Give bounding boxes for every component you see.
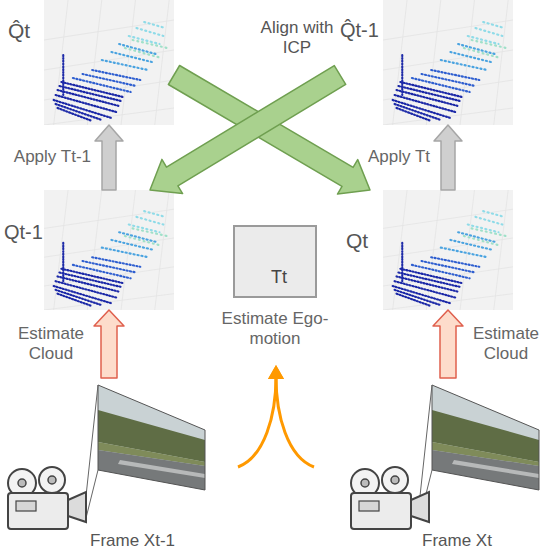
label-holder: Apply Tt-1	[0, 0, 100, 20]
connector-arrow	[268, 365, 314, 467]
point-cloud-panel: Q̂t-1	[340, 0, 513, 125]
node-label: Qt-1	[4, 220, 43, 244]
process-box: Tt	[233, 225, 317, 298]
connector-arrow	[433, 310, 463, 378]
edge-label: Apply Tt-1	[0, 147, 91, 167]
node-label: Frame Xt	[422, 531, 492, 551]
camera-frame: Frame Xt-1	[0, 378, 238, 556]
node-label: Tt	[271, 267, 287, 289]
node-label: Q̂t	[8, 18, 30, 43]
edge-label: Estimate Cloud	[11, 324, 91, 365]
connector-arrow	[94, 310, 124, 378]
node-label: Estimate Ego-motion	[215, 309, 335, 350]
camera-frame: Frame Xt	[314, 378, 546, 556]
node-label: Qt	[346, 228, 368, 253]
edge-label: Estimate Cloud	[466, 324, 546, 365]
node-label: Q̂t-1	[340, 18, 379, 42]
edge-label: Apply Tt	[330, 147, 430, 167]
annotation-label: Align with ICP	[247, 18, 347, 59]
point-cloud-panel: Q̂t	[2, 0, 174, 125]
point-cloud-panel: Qt	[340, 190, 513, 310]
connector-arrow	[434, 125, 462, 190]
connector-arrow	[95, 125, 123, 190]
node-label: Frame Xt-1	[90, 531, 175, 551]
ego-motion-node: TtEstimate Ego-motion	[215, 225, 337, 365]
connector-arrow	[150, 66, 346, 194]
point-cloud-panel: Qt-1	[2, 190, 174, 310]
label-holder: Apply Tt	[0, 0, 100, 20]
